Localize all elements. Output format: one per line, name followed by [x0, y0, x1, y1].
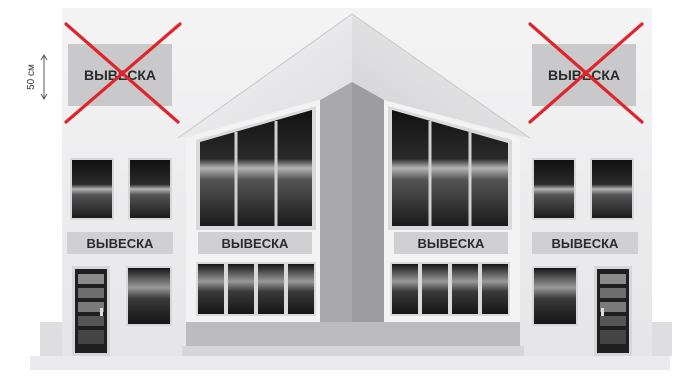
- roof-edge: [177, 13, 531, 139]
- left-sign: ВЫВЕСКА: [67, 232, 173, 254]
- cross-mark-right: [528, 22, 644, 124]
- left-bay-lower-windows: [196, 262, 316, 316]
- center-pillar-shade: [352, 82, 384, 346]
- center-plinth-base: [182, 346, 524, 356]
- ground-strip: [30, 356, 670, 370]
- left-bay-upper-glass: [200, 110, 312, 226]
- right-bay-lower-windows: [390, 262, 510, 316]
- dimension-marker: 50 см: [26, 54, 48, 100]
- center-right-sign: ВЫВЕСКА: [394, 232, 508, 254]
- dimension-label: 50 см: [26, 64, 37, 90]
- right-door: [594, 266, 632, 356]
- right-sign: ВЫВЕСКА: [532, 232, 638, 254]
- left-plinth: [40, 322, 62, 356]
- right-sign-label: ВЫВЕСКА: [552, 236, 619, 251]
- center-plinth: [186, 322, 520, 350]
- right-bay-upper-glass: [392, 110, 508, 226]
- center-left-sign-label: ВЫВЕСКА: [222, 236, 289, 251]
- left-wing-upper-windows: [70, 158, 172, 220]
- center-left-sign: ВЫВЕСКА: [198, 232, 312, 254]
- cross-mark-left: [64, 22, 182, 124]
- right-wing-upper-windows: [532, 158, 634, 220]
- left-sign-label: ВЫВЕСКА: [87, 236, 154, 251]
- left-lower-window: [126, 266, 172, 326]
- left-door: [72, 266, 110, 356]
- right-plinth: [652, 322, 672, 356]
- right-lower-window: [532, 266, 578, 326]
- center-right-sign-label: ВЫВЕСКА: [418, 236, 485, 251]
